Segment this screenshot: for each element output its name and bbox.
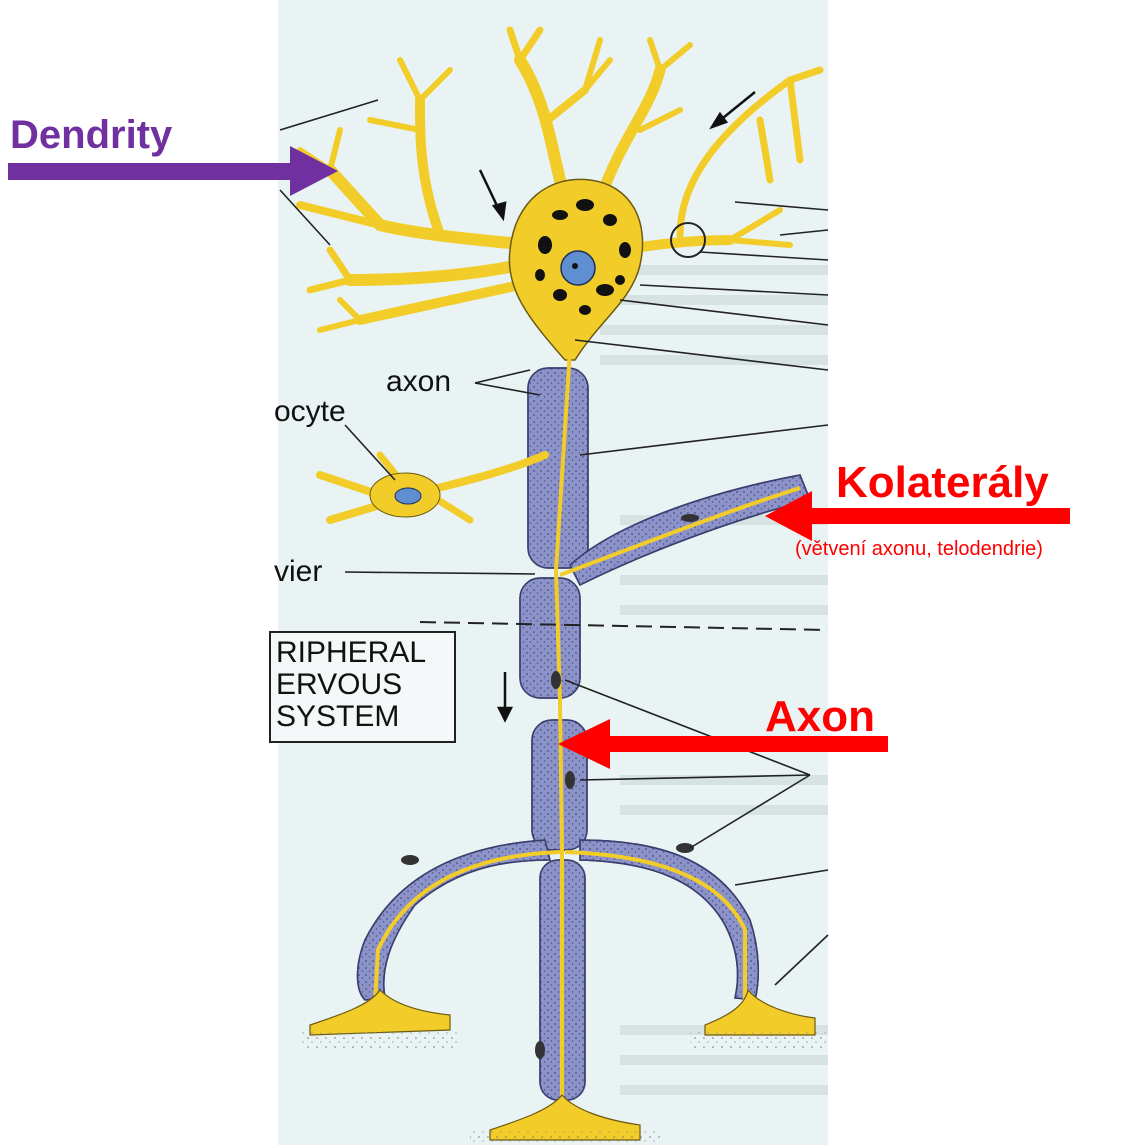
kolateraly-label: Kolaterály xyxy=(836,458,1049,508)
figure-oligodendrocyte-label: ocyte xyxy=(274,395,346,429)
pns-line-2: ERVOUS xyxy=(276,669,426,701)
pns-line-1: RIPHERAL xyxy=(276,637,426,669)
figure-axon-label: axon xyxy=(386,365,451,399)
axon-label: Axon xyxy=(765,692,875,742)
kolateraly-note: (větvení axonu, telodendrie) xyxy=(795,538,1043,561)
dendrity-label: Dendrity xyxy=(10,113,172,158)
figure-ranvier-label: vier xyxy=(274,555,322,589)
oligodendrocyte-nucleus xyxy=(395,488,421,504)
nucleus xyxy=(561,251,595,285)
nucleolus xyxy=(572,263,578,269)
figure-pns-label: RIPHERAL ERVOUS SYSTEM xyxy=(276,637,426,733)
pns-line-3: SYSTEM xyxy=(276,701,426,733)
